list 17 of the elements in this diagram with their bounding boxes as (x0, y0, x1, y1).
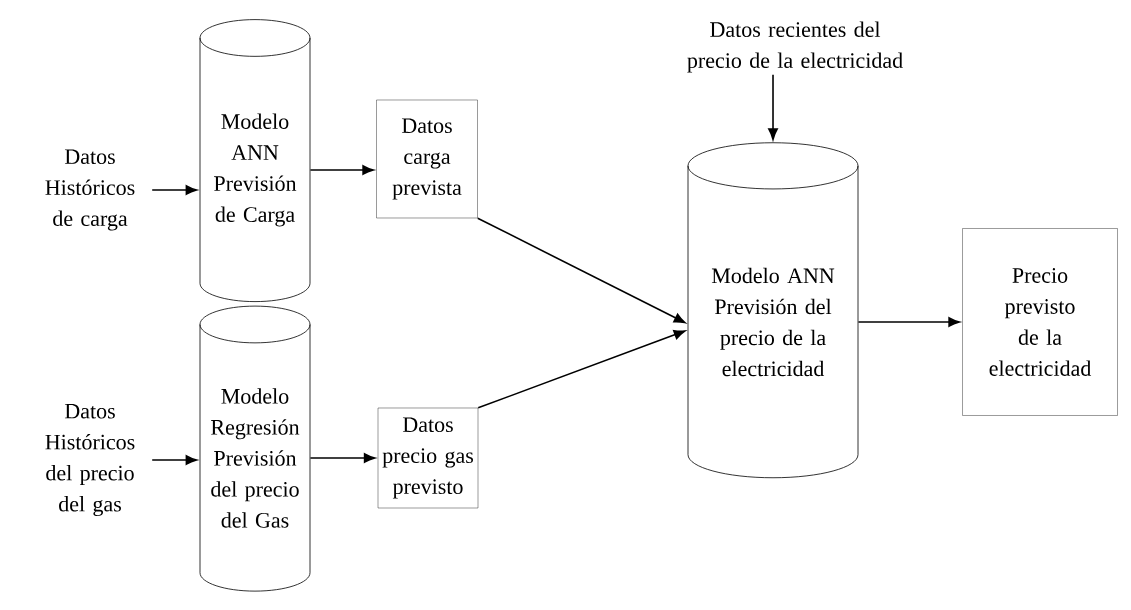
arrow (309, 165, 374, 175)
cylinder-node: Modelo ANN Previsión de Carga (199, 19, 311, 302)
arrow (151, 455, 198, 465)
arrow (309, 453, 376, 463)
process-box: Datos carga prevista (376, 99, 478, 219)
arrow (476, 217, 686, 324)
cylinder-node: Modelo ANN Previsión del precio de la electricidad (687, 142, 859, 479)
arrow (477, 329, 686, 409)
process-box: Precio previsto de la electricidad (962, 228, 1118, 416)
arrow (857, 317, 960, 327)
arrow (151, 185, 198, 195)
process-box: Datos precio gas previsto (377, 407, 479, 509)
cylinder-node: Modelo Regresión Previsión del precio del Gas (199, 305, 311, 592)
arrow (768, 73, 778, 140)
input-text: Datos Históricos de carga (45, 149, 135, 231)
input-text: Datos recientes del precio de la electricidad (687, 21, 903, 73)
input-text: Datos Históricos del precio del gas (45, 403, 135, 517)
